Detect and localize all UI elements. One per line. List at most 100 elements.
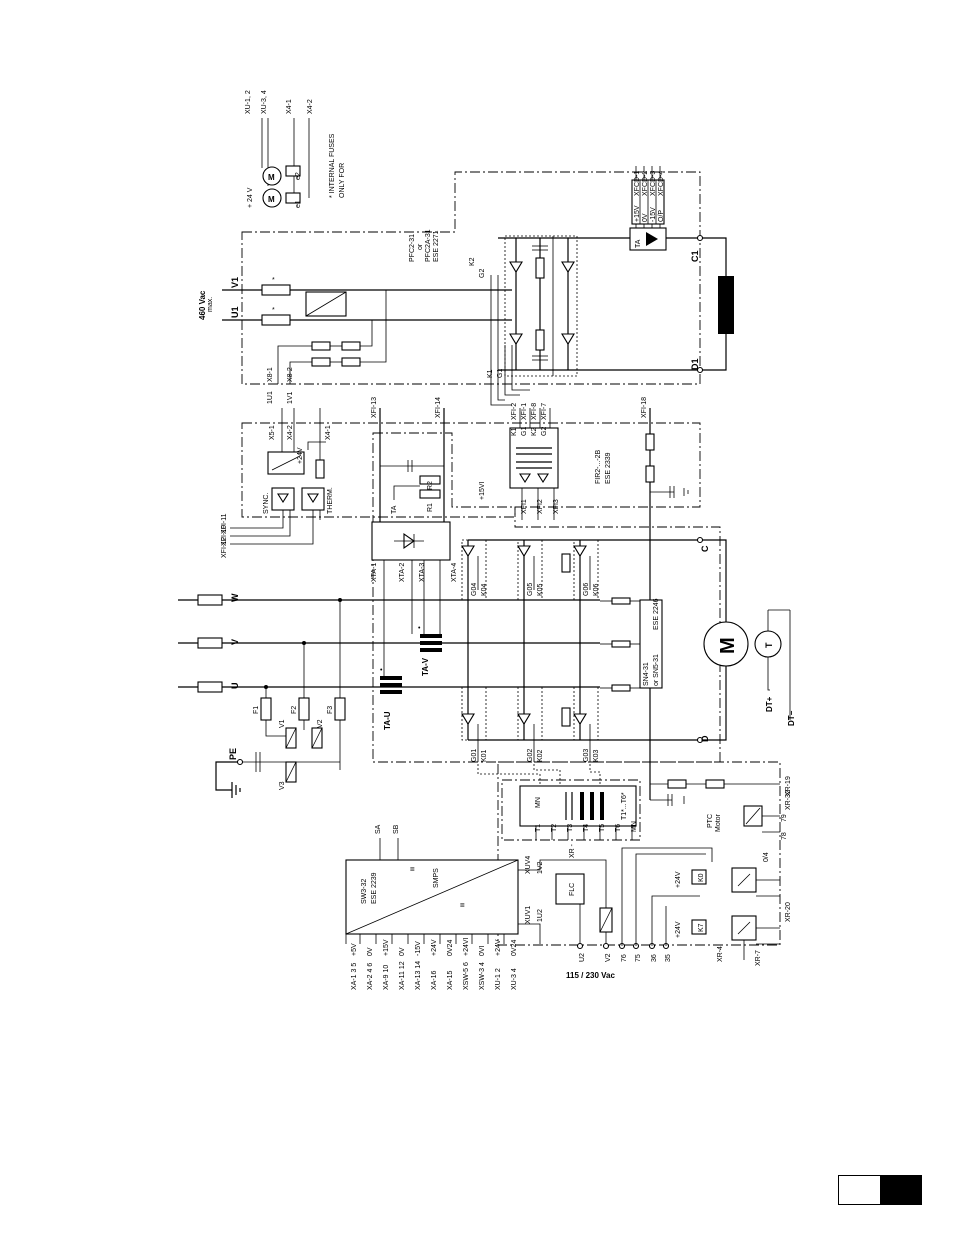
- phase-v: V: [230, 639, 240, 645]
- field-board-or: or: [417, 243, 424, 250]
- fir-plus24: +24V: [297, 447, 304, 464]
- fir-board: +24V SYNC. THERM. X5-1 X4-2 X4-1 XFI-11 …: [221, 397, 689, 800]
- smps-1v2: 1V2: [537, 861, 544, 874]
- field-gate-k1: K1: [487, 369, 494, 378]
- gate-g06: G06: [583, 583, 590, 596]
- smps-ese: ESE 2239: [371, 872, 378, 904]
- mn-pin-t3: T3: [567, 824, 574, 832]
- aux-xr20: XR-20: [785, 902, 792, 922]
- conn-8: XSW-3 4: [479, 962, 486, 990]
- fan-label-xu34: XU-3, 4: [261, 90, 268, 114]
- relay-24v-1: +24V: [675, 871, 682, 888]
- gate-g04: G04: [471, 583, 478, 596]
- relay-24v-2: +24V: [675, 921, 682, 938]
- fir-xfi8: XFI-8: [531, 403, 538, 420]
- transducer-ta: TA +15V 0V -15V O/P XFCD-1 XFCD-2 XFCD-3…: [629, 166, 667, 251]
- fuse-u1: [261, 314, 291, 326]
- field-gate-driver: [509, 427, 559, 489]
- field-out-c1: C1: [690, 250, 700, 262]
- rail-0: +5V: [351, 943, 358, 956]
- aux-ptc: PTC: [707, 814, 714, 828]
- term-1u1: 1U1: [267, 391, 274, 404]
- armature-bridge: G04 K04 G05 K05 G06 K06 G01 K01 G02 K02 …: [452, 536, 796, 762]
- mn-pin-t6: T6: [615, 824, 622, 832]
- current-transformers: • • TA-U TA-V: [380, 560, 442, 730]
- xta-3: XTA-3: [419, 563, 426, 582]
- field-board-name: PFC2-31: [409, 234, 416, 262]
- field-gate-k2: K2: [469, 257, 476, 266]
- gate-g05: G05: [527, 583, 534, 596]
- mn-xr: XR -: [569, 843, 576, 858]
- term-1v1: 1V1: [287, 391, 294, 404]
- field-gate-g2: G2: [479, 269, 486, 278]
- fuse-v: [197, 637, 223, 649]
- relay-k7-label: K7: [698, 923, 705, 932]
- mn-pin-t2: T2: [551, 824, 558, 832]
- conn-0: XA-1 3 5: [351, 963, 358, 990]
- fir-k1: K1: [511, 427, 518, 436]
- aux-u2: U2: [579, 953, 586, 962]
- aux-v2: V2: [605, 953, 612, 962]
- thermo-e1-icon: [285, 192, 301, 204]
- motor-icon: [703, 621, 749, 667]
- label-v3: V3: [279, 781, 286, 790]
- pe-label: PE: [228, 748, 238, 760]
- term-x82: X8-2: [287, 367, 294, 382]
- fir-plus15: +15VI: [479, 481, 486, 500]
- relay-k7: [691, 919, 707, 935]
- conn-4: XA-13 14: [415, 961, 422, 990]
- smps: SW3-32 ESE 2239 SMPS = = SA SB XUV4 XUV1…: [345, 824, 613, 944]
- svg-text:*: *: [272, 307, 275, 314]
- field-supply: * * 460 Vac max. U1 V1 1U1 X8-1 1V1 X8-2…: [198, 229, 512, 404]
- svg-text:M: M: [268, 173, 275, 182]
- snubber-name: SN4-31: [643, 662, 650, 686]
- fan-label-xu12: XU-1, 2: [245, 90, 252, 114]
- fir-xfi3-out: XFI3: [553, 499, 560, 514]
- smps-1u2: 1U2: [537, 909, 544, 922]
- fuse-f1: [260, 697, 272, 721]
- phase-w: W: [230, 593, 240, 602]
- aux-35: 35: [665, 954, 672, 962]
- rail-6: 0V24: [447, 940, 454, 956]
- power-input: W V U F1 F2 F3 V1 V2 V3 PE: [178, 593, 452, 798]
- gate-k05: K05: [537, 583, 544, 596]
- aux-xr32: XR-32: [785, 790, 792, 810]
- fir-xfi7: XFI-7: [541, 403, 548, 420]
- ct-tau: TA-U: [383, 711, 392, 730]
- rail-5: +24V: [431, 939, 438, 956]
- gate-k06: K06: [593, 583, 600, 596]
- svg-text:•: •: [380, 667, 383, 674]
- aux-ptc-motor: Motor: [715, 813, 722, 832]
- rail-9: +24V: [495, 939, 502, 956]
- fan-label-x42: X4-2: [307, 99, 314, 114]
- fir-xfi2-out: XFI2: [537, 499, 544, 514]
- gate-k04: K04: [481, 583, 488, 596]
- label-f2: F2: [291, 706, 298, 714]
- ta-plus15: +15V: [634, 205, 641, 222]
- ta-name: TA: [635, 239, 642, 248]
- field-board-ese: ESE 2271: [433, 230, 440, 262]
- dt-minus: DT−: [787, 710, 796, 726]
- aux-xr19: XR-19: [785, 776, 792, 796]
- smps-name: SW3-32: [361, 879, 368, 904]
- enclosure-mn: [501, 779, 641, 841]
- aux-voltage: 115 / 230 Vac: [566, 971, 615, 980]
- out-d: D: [700, 735, 710, 742]
- xta-4: XTA-4: [451, 563, 458, 582]
- phase-u: U: [230, 683, 240, 690]
- term-x81: X8-1: [267, 367, 274, 382]
- page-box-right: [880, 1176, 921, 1204]
- aux-79: 79: [781, 814, 788, 822]
- aux-75: 75: [635, 954, 642, 962]
- fir-xfi1: XFI-1: [521, 403, 528, 420]
- svg-text:•: •: [418, 625, 421, 632]
- label-f3: F3: [327, 706, 334, 714]
- gate-k03: K03: [593, 749, 600, 762]
- thermo-e2-icon: [285, 165, 301, 177]
- aux-xr4: XR-4: [717, 946, 724, 962]
- label-v1: V1: [279, 719, 286, 728]
- label-f1: F1: [253, 706, 260, 714]
- gate-k02: K02: [537, 749, 544, 762]
- page-number-box: [838, 1175, 922, 1205]
